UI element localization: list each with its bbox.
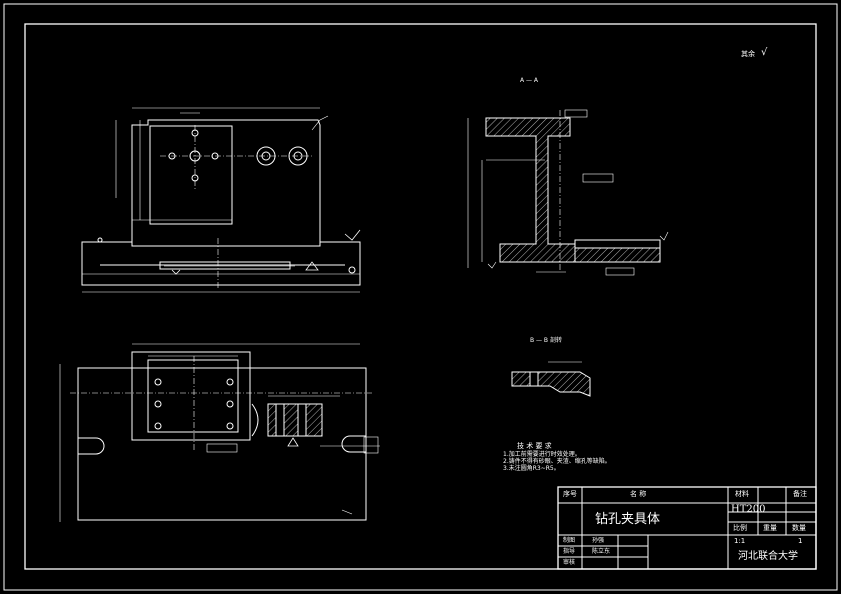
col-material-header: 材料: [735, 490, 749, 498]
note-2: 2.铸件不得有砂眼、夹渣、缩孔等缺陷。: [503, 458, 611, 465]
part-name: 钻孔夹具体: [595, 512, 661, 527]
section-a-a: [467, 109, 669, 276]
approver-label: 审核: [563, 559, 576, 566]
school-name: 河北联合大学: [738, 551, 798, 562]
qty-label: 数量: [792, 524, 806, 532]
col-seq-header: 序号: [563, 490, 577, 498]
weight-label: 重量: [763, 524, 777, 532]
scale-value: 1:1: [734, 537, 746, 545]
front-view: [81, 107, 361, 293]
notes-title: 技 术 要 求: [517, 442, 552, 450]
drafter-label: 制图: [563, 537, 576, 544]
col-name-header: 名 称: [630, 490, 647, 498]
section-a-title: A — A: [520, 77, 539, 84]
sheet-border-inner: [24, 23, 817, 570]
checker-name: 陈立东: [592, 548, 611, 555]
col-remark-header: 备注: [793, 490, 807, 498]
note-3: 3.未注圆角R3~R5。: [503, 465, 560, 472]
note-1: 1.加工前需要进行时效处理。: [503, 451, 581, 458]
material-value: HT200: [731, 504, 766, 515]
checker-label: 指导: [563, 548, 576, 555]
sheet-border-outer: [3, 3, 838, 591]
plan-view: [59, 343, 380, 522]
roughness-check-icon: √: [761, 47, 768, 58]
title-block-grid: [557, 486, 817, 570]
scale-label: 比例: [733, 524, 747, 532]
section-b-title: B — B 剖转: [530, 337, 562, 344]
qty-value: 1: [798, 537, 803, 545]
drafter-name: 孙强: [592, 537, 605, 544]
section-b-b: [511, 361, 591, 397]
other-roughness-label: 其余: [741, 50, 755, 58]
